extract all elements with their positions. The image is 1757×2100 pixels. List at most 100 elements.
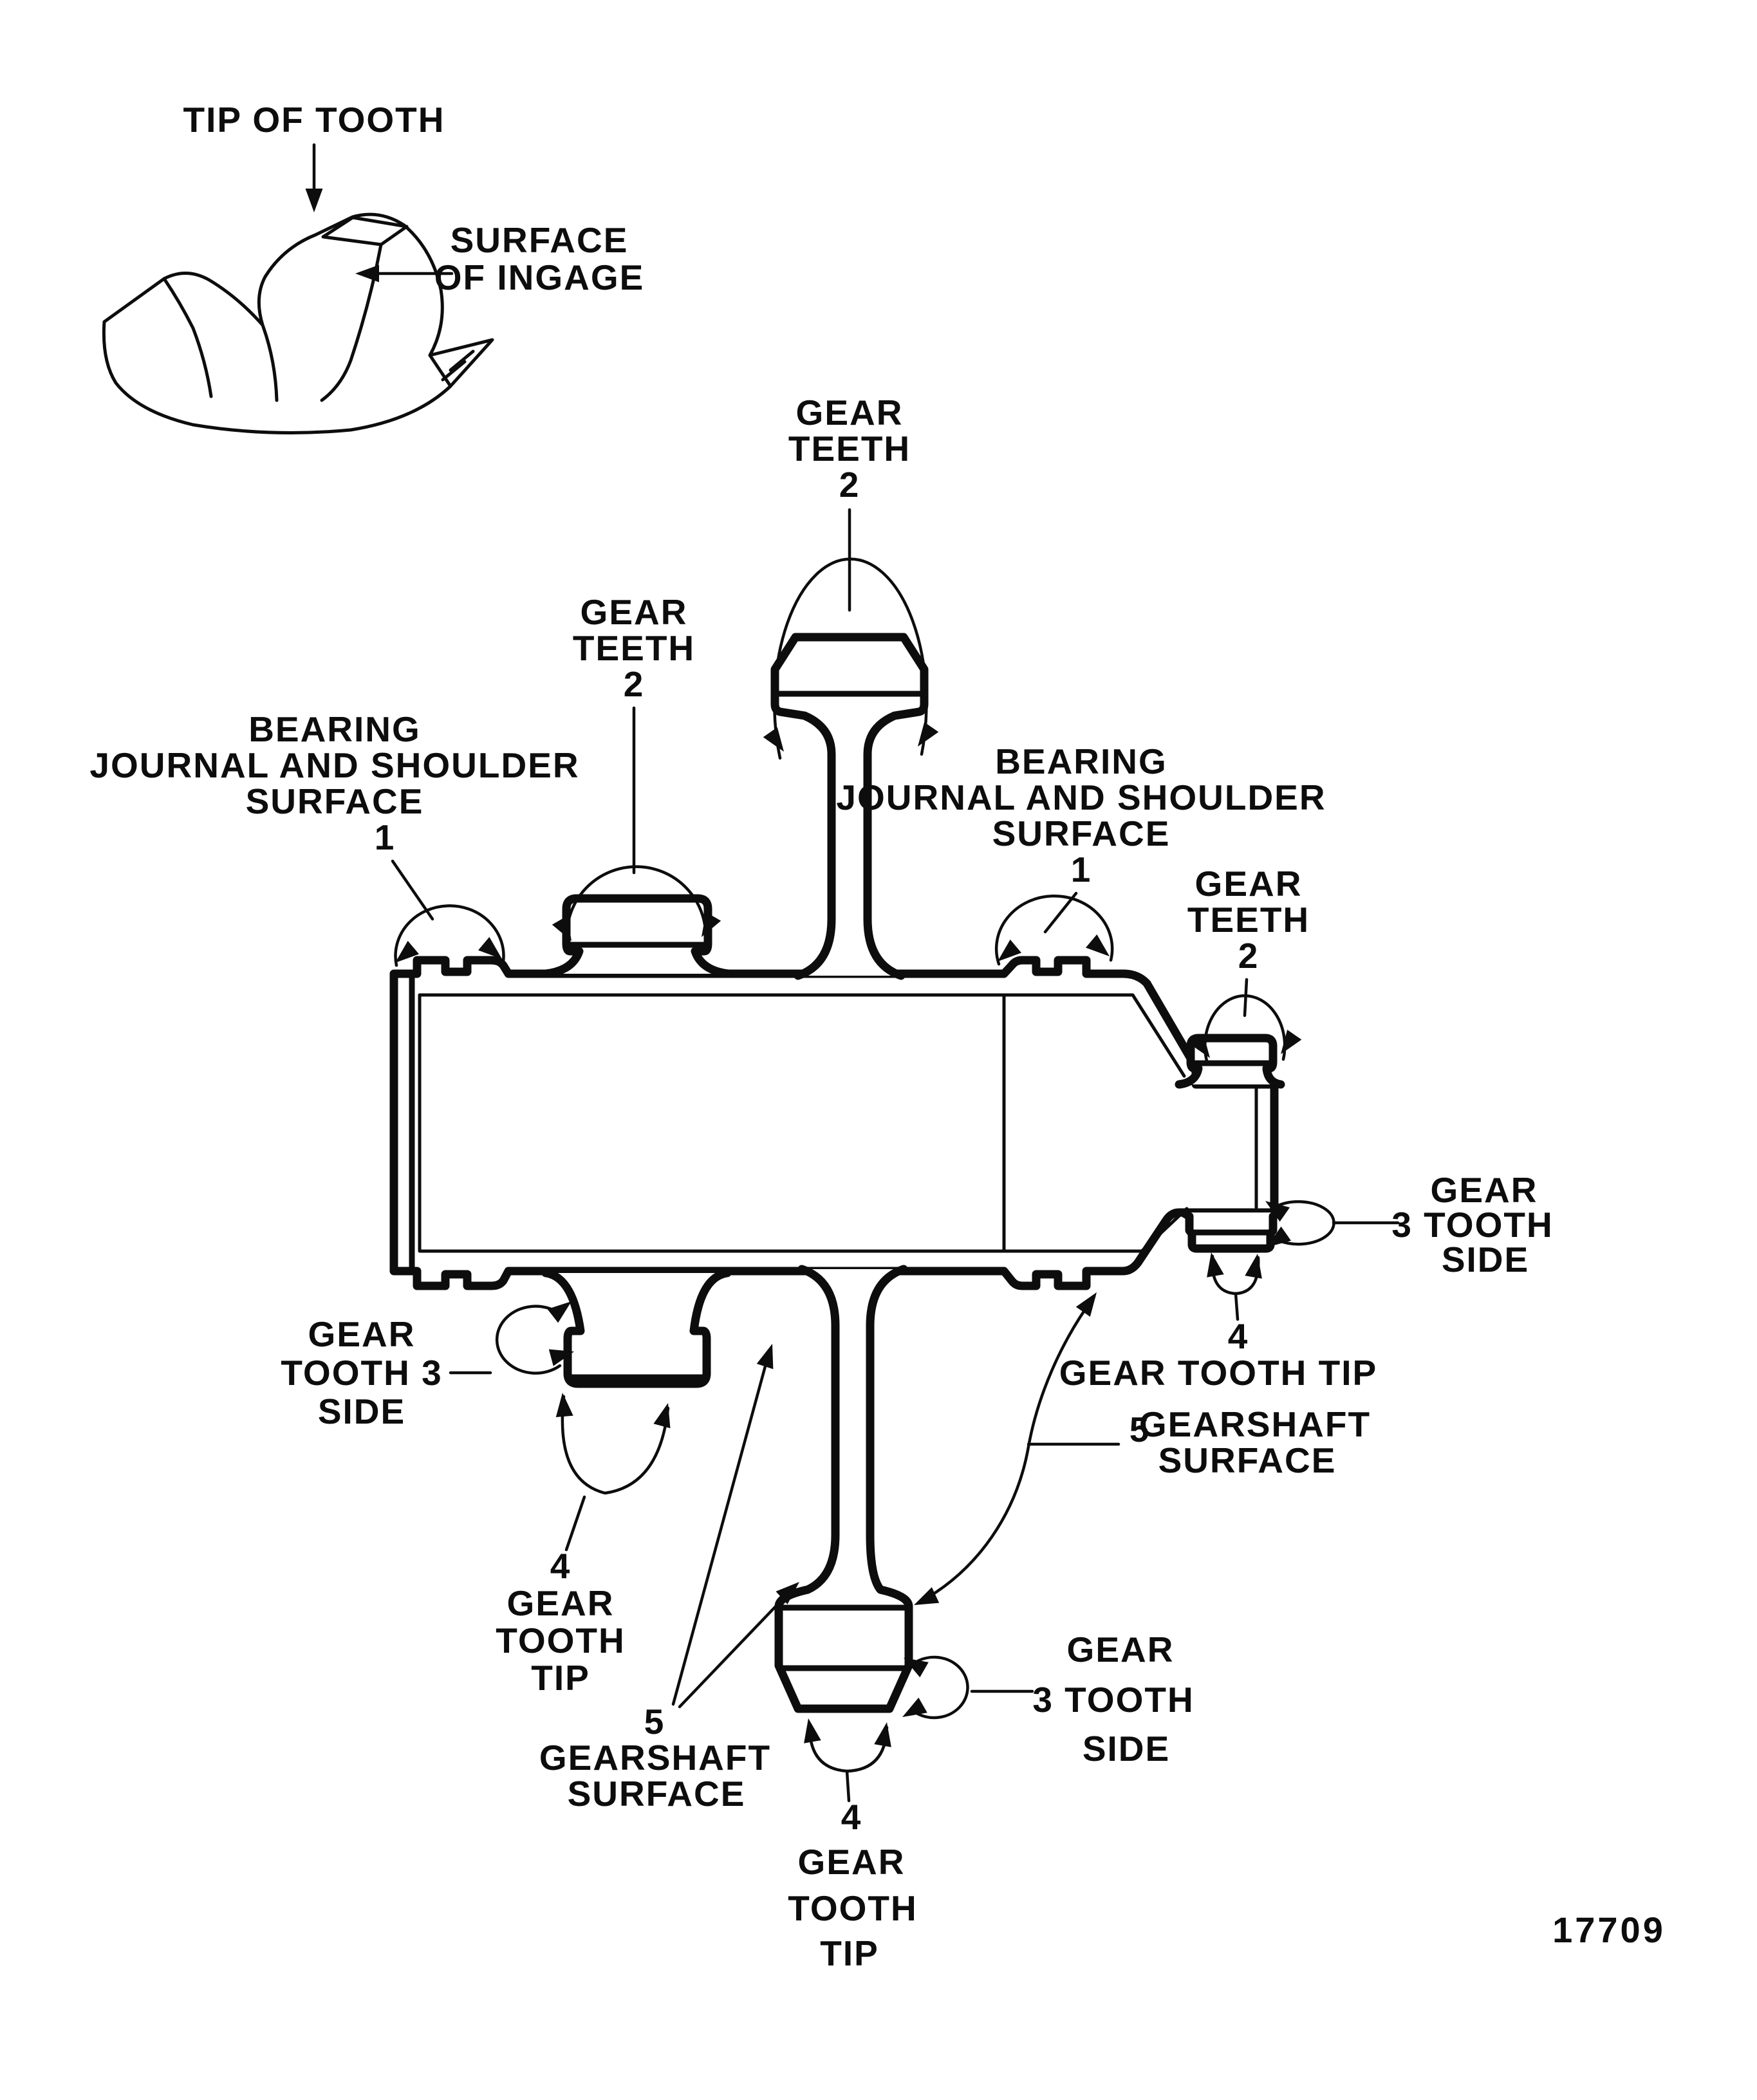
web-top-and-gear-tooth	[770, 633, 929, 980]
gear-teeth-label: GEAR	[1195, 864, 1303, 904]
arrowhead	[553, 1391, 573, 1418]
gearshaft-surface-label: SURFACE	[568, 1774, 746, 1814]
tooth-side-label: GEAR	[1067, 1630, 1175, 1669]
gear-teeth-label: GEAR	[796, 393, 904, 432]
callout-arc	[561, 1395, 670, 1495]
arrow-down-icon	[305, 189, 323, 212]
arrowhead	[799, 1716, 821, 1743]
bearing-label: BEARING	[995, 741, 1167, 781]
bearing-index: 1	[375, 817, 396, 857]
bore-inner-rect	[418, 993, 1006, 1253]
leader-line	[564, 1495, 586, 1552]
bearing-label: JOURNAL AND SHOULDER	[89, 745, 579, 785]
callout-gearshaft-surface-right: 5 GEARSHAFT SURFACE	[910, 1287, 1371, 1613]
callout-loop	[911, 1655, 969, 1720]
arrowhead	[910, 1587, 940, 1613]
callout-gear-tooth-side-bottom: GEAR 3 TOOTH SIDE	[898, 1630, 1194, 1769]
callout-gear-tooth-tip-left: 4 GEAR TOOTH TIP	[496, 1391, 677, 1698]
arrowhead	[1273, 1029, 1302, 1059]
gear-teeth-index: 2	[624, 664, 645, 704]
leader-line	[1243, 978, 1249, 1017]
leader-line	[678, 1586, 795, 1709]
callout-loop	[495, 1305, 562, 1375]
gear-teeth-label: GEAR	[581, 592, 688, 632]
tooth-side-label: 3 TOOTH	[1032, 1680, 1194, 1720]
gear-tooth-bottom-left	[541, 1268, 732, 1388]
sketch-valley-edge	[261, 323, 279, 402]
taper-inner-top	[1002, 993, 1186, 1078]
gear-teeth-index: 2	[839, 465, 860, 505]
arrowhead	[1202, 1250, 1224, 1278]
arrowhead	[653, 1400, 677, 1429]
gear-teeth-index: 2	[1238, 936, 1260, 976]
tooth-tip-label: TIP	[531, 1658, 590, 1698]
tooth-tip-label: GEAR	[798, 1842, 906, 1882]
gear-tooth-top-left	[541, 894, 733, 978]
tooth-tip-index: 4	[841, 1797, 862, 1837]
callout-arc	[994, 895, 1114, 966]
tooth-side-label: GEAR	[308, 1314, 416, 1354]
tooth-tip-label: GEAR TOOTH TIP	[1059, 1353, 1378, 1393]
tooth-side-label: SIDE	[318, 1391, 405, 1431]
sketch-spur-edge	[428, 353, 452, 388]
inset-tooth-sketch: TIP OF TOOTH SURFACE OF INGAGE	[102, 100, 645, 434]
tooth-side-label: 3 TOOTH	[1391, 1205, 1553, 1245]
gearshaft-surface-label: GEARSHAFT	[1139, 1404, 1371, 1444]
callout-gear-tooth-tip-right: 4 GEAR TOOTH TIP	[1059, 1250, 1378, 1393]
sketch-tooth-tip-face	[321, 216, 409, 246]
callout-arc	[808, 1722, 889, 1773]
bearing-index: 1	[1071, 850, 1092, 889]
bearing-label: SURFACE	[246, 781, 424, 821]
gearshaft-surface-index: 5	[1130, 1409, 1151, 1449]
bearing-label: JOURNAL AND SHOULDER	[836, 777, 1326, 817]
web-bottom-and-gear-tooth	[774, 1265, 913, 1713]
surface-of-ingage-label-line2: OF INGAGE	[434, 257, 645, 297]
arrowhead	[763, 727, 792, 757]
figure-number: 17709	[1552, 1910, 1666, 1950]
arrowhead	[1075, 1287, 1104, 1317]
arrow-left-icon	[355, 265, 379, 283]
gearshaft-surface-label: SURFACE	[1158, 1440, 1337, 1480]
taper-inner-bottom	[1002, 1207, 1189, 1253]
gear-teeth-label: TEETH	[788, 429, 911, 469]
callout-loop	[1275, 1200, 1335, 1246]
tooth-side-label: TOOTH 3	[281, 1353, 442, 1393]
callout-bearing-journal-right: BEARING JOURNAL AND SHOULDER SURFACE 1	[836, 741, 1326, 969]
shaft-body-outline	[389, 956, 1279, 1290]
tooth-side-label: SIDE	[1083, 1729, 1170, 1769]
callout-arc	[1204, 994, 1287, 1065]
arrowhead	[756, 1341, 781, 1370]
callout-bearing-journal-left: BEARING JOURNAL AND SHOULDER SURFACE 1	[89, 709, 579, 970]
surface-of-ingage-label-line1: SURFACE	[451, 220, 629, 260]
callout-arc	[565, 865, 707, 949]
arrowhead	[898, 1697, 927, 1725]
arrowhead	[1245, 1252, 1267, 1279]
callout-arc	[394, 904, 505, 967]
gear-teeth-label: TEETH	[573, 628, 695, 668]
callout-gear-teeth-right: GEAR TEETH 2	[1187, 864, 1310, 1065]
tooth-tip-label: GEAR	[507, 1583, 615, 1623]
arrowhead	[874, 1720, 896, 1747]
callout-gear-teeth-left: GEAR TEETH 2	[552, 592, 721, 949]
leader-line	[671, 1357, 769, 1706]
callout-gearshaft-surface-left: 5 GEARSHAFT SURFACE	[539, 1341, 806, 1814]
callout-gear-teeth-top: GEAR TEETH 2	[763, 393, 939, 760]
leader-line	[1234, 1292, 1240, 1321]
tooth-side-label: GEAR	[1431, 1170, 1538, 1210]
gear-teeth-label: TEETH	[1187, 900, 1310, 940]
callout-gear-tooth-side-right: GEAR 3 TOOTH SIDE	[1260, 1170, 1553, 1279]
arrowhead	[910, 721, 939, 752]
tooth-tip-label: TOOTH	[788, 1888, 917, 1928]
tooth-tip-index: 4	[1228, 1316, 1249, 1356]
bearing-label: SURFACE	[992, 813, 1171, 853]
tooth-tip-index: 4	[550, 1546, 572, 1586]
bearing-label: BEARING	[248, 709, 421, 749]
callout-arc	[773, 557, 928, 760]
tooth-side-label: SIDE	[1442, 1240, 1529, 1279]
callout-gear-tooth-tip-bottom: 4 GEAR TOOTH TIP	[788, 1716, 917, 1973]
gearshaft-surface-index: 5	[644, 1702, 665, 1742]
tooth-tip-label: TIP	[820, 1933, 879, 1973]
sketch-left-hump-edge	[162, 277, 213, 398]
